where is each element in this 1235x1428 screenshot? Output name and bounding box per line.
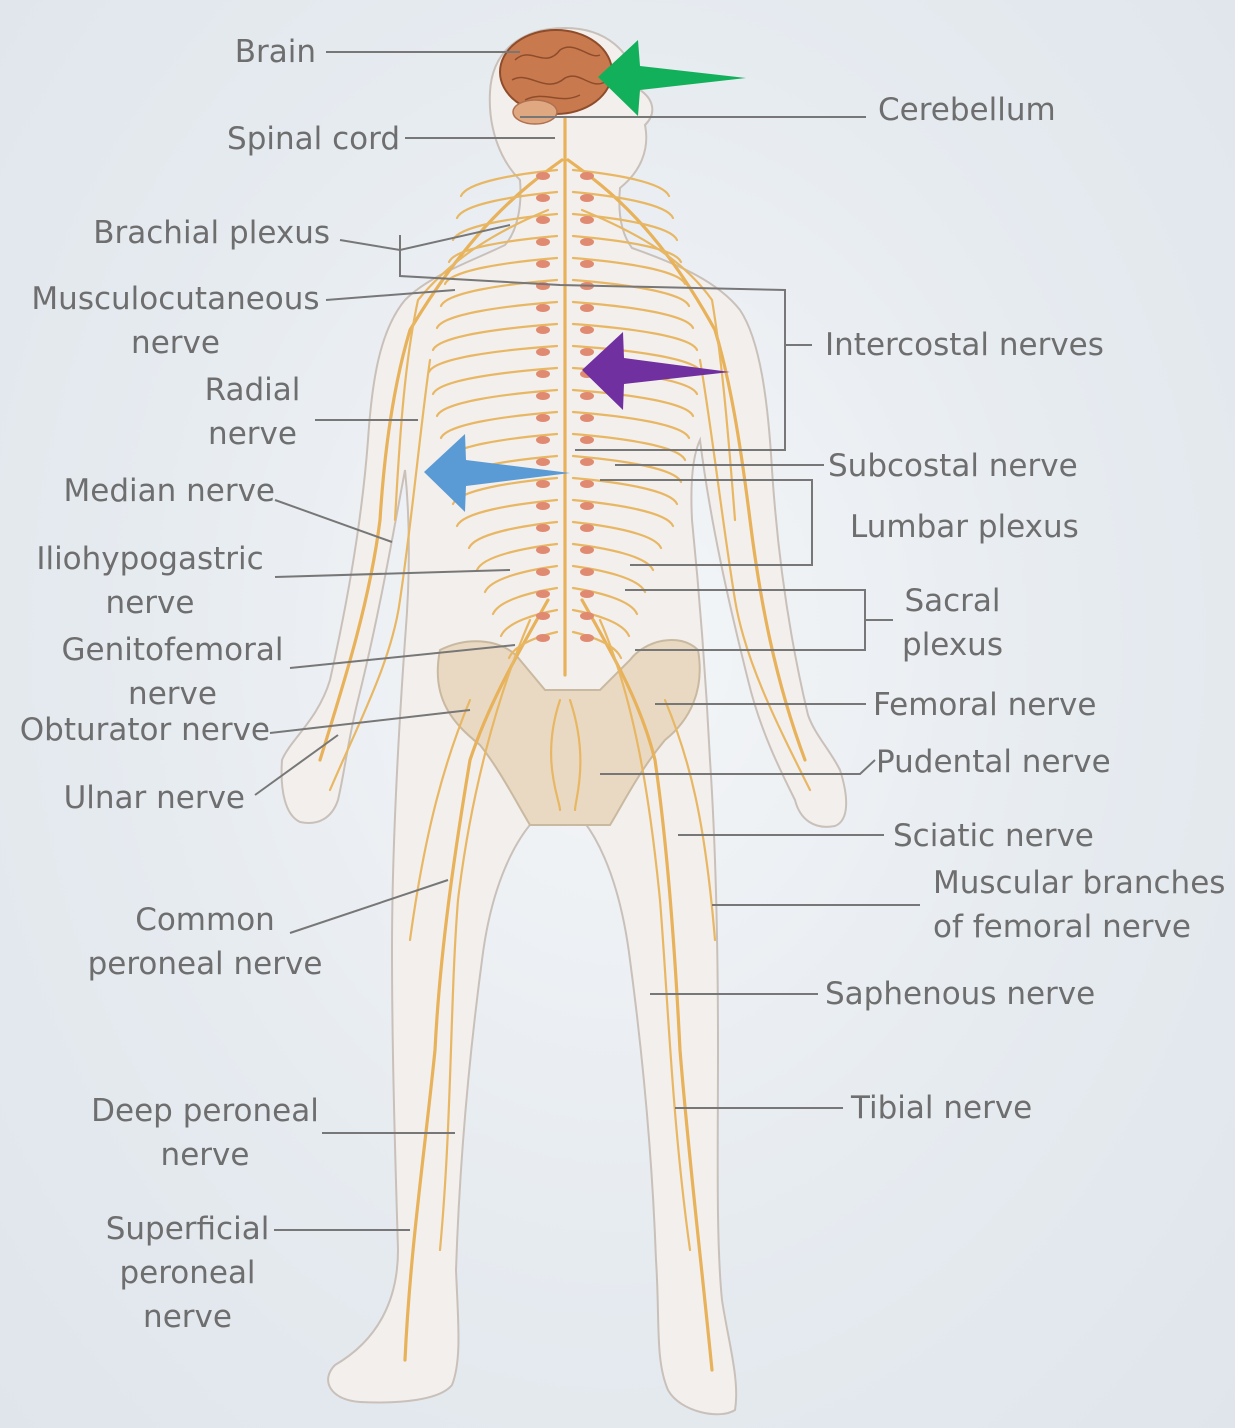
spinal-ganglion bbox=[536, 524, 550, 532]
spinal-ganglion bbox=[536, 502, 550, 510]
label-subcostal-nerve: Subcostal nerve bbox=[828, 444, 1078, 488]
spinal-ganglion bbox=[536, 194, 550, 202]
brain-shape bbox=[500, 30, 612, 114]
spinal-ganglion bbox=[536, 634, 550, 642]
spinal-ganglion bbox=[536, 370, 550, 378]
spinal-ganglion bbox=[536, 326, 550, 334]
spinal-ganglion bbox=[536, 260, 550, 268]
label-radial-nerve: Radial nerve bbox=[185, 368, 320, 456]
label-superficial-peroneal-nerve: Superficial peroneal nerve bbox=[95, 1207, 280, 1339]
label-sacral-plexus: Sacral plexus bbox=[895, 579, 1010, 667]
spinal-ganglion bbox=[536, 568, 550, 576]
spinal-ganglion bbox=[580, 546, 594, 554]
label-median-nerve: Median nerve bbox=[40, 469, 275, 513]
label-ulnar-nerve: Ulnar nerve bbox=[40, 776, 245, 820]
spinal-ganglion bbox=[580, 238, 594, 246]
label-musculocutaneous-nerve: Musculocutaneous nerve bbox=[28, 277, 323, 365]
spinal-ganglion bbox=[536, 612, 550, 620]
label-tibial-nerve: Tibial nerve bbox=[851, 1086, 1032, 1130]
spinal-ganglion bbox=[580, 524, 594, 532]
label-lumbar-plexus: Lumbar plexus bbox=[850, 505, 1079, 549]
spinal-ganglion bbox=[580, 392, 594, 400]
spinal-ganglion bbox=[536, 348, 550, 356]
spinal-ganglion bbox=[536, 392, 550, 400]
spinal-ganglion bbox=[536, 216, 550, 224]
spinal-ganglion bbox=[536, 590, 550, 598]
spinal-ganglion bbox=[536, 436, 550, 444]
spinal-ganglion bbox=[536, 458, 550, 466]
spinal-ganglion bbox=[580, 612, 594, 620]
spinal-ganglion bbox=[580, 568, 594, 576]
spinal-ganglion bbox=[580, 634, 594, 642]
label-pudental-nerve: Pudental nerve bbox=[876, 740, 1111, 784]
spinal-ganglion bbox=[580, 502, 594, 510]
label-spinal-cord: Spinal cord bbox=[180, 117, 400, 161]
label-brachial-plexus: Brachial plexus bbox=[60, 211, 330, 255]
cerebellum-shape bbox=[513, 100, 557, 124]
label-muscular-branches-of-femoral-nerve: Muscular branches of femoral nerve bbox=[933, 861, 1225, 949]
label-common-peroneal-nerve: Common peroneal nerve bbox=[80, 898, 330, 986]
spinal-ganglion bbox=[580, 590, 594, 598]
label-femoral-nerve: Femoral nerve bbox=[873, 683, 1096, 727]
spinal-ganglion bbox=[536, 238, 550, 246]
spinal-ganglion bbox=[580, 172, 594, 180]
label-intercostal-nerves: Intercostal nerves bbox=[825, 323, 1104, 367]
spinal-ganglion bbox=[580, 194, 594, 202]
label-deep-peroneal-nerve: Deep peroneal nerve bbox=[85, 1089, 325, 1177]
spinal-ganglion bbox=[580, 480, 594, 488]
spinal-ganglion bbox=[580, 216, 594, 224]
label-obturator-nerve: Obturator nerve bbox=[15, 708, 270, 752]
label-brain: Brain bbox=[200, 30, 316, 74]
spinal-ganglion bbox=[580, 304, 594, 312]
label-genitofemoral-nerve: Genitofemoral nerve bbox=[55, 628, 290, 716]
spinal-ganglion bbox=[536, 172, 550, 180]
spinal-ganglion bbox=[580, 436, 594, 444]
spinal-ganglion bbox=[580, 414, 594, 422]
label-cerebellum: Cerebellum bbox=[878, 88, 1056, 132]
spinal-ganglion bbox=[536, 414, 550, 422]
label-saphenous-nerve: Saphenous nerve bbox=[825, 972, 1095, 1016]
spinal-ganglion bbox=[580, 348, 594, 356]
label-sciatic-nerve: Sciatic nerve bbox=[893, 814, 1094, 858]
spinal-ganglion bbox=[580, 260, 594, 268]
spinal-ganglion bbox=[536, 304, 550, 312]
label-iliohypogastric-nerve: Iliohypogastric nerve bbox=[30, 537, 270, 625]
spinal-ganglion bbox=[536, 546, 550, 554]
spinal-ganglion bbox=[536, 480, 550, 488]
spinal-ganglion bbox=[580, 326, 594, 334]
spinal-ganglion bbox=[580, 458, 594, 466]
